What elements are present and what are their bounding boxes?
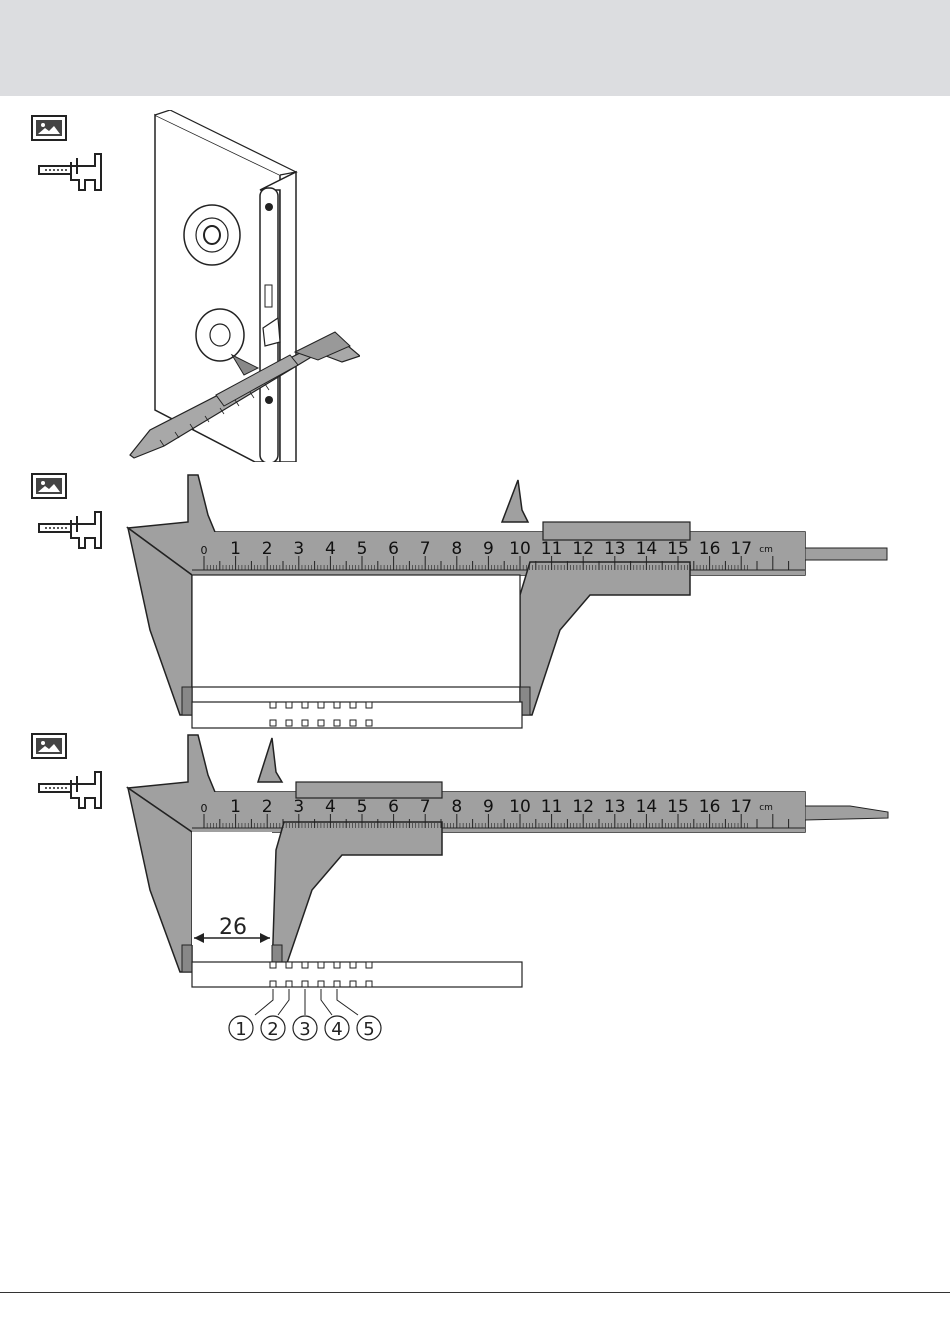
caliper-icon	[37, 152, 105, 192]
scale-label: 16	[699, 797, 721, 817]
scale-label: 14	[636, 797, 658, 817]
scale-label: 9	[483, 539, 494, 559]
image-icon	[31, 115, 67, 141]
scale-label: 11	[541, 797, 563, 817]
footer-rule	[0, 1292, 950, 1293]
scale-label: 5	[357, 797, 368, 817]
scale-label: 17	[730, 797, 752, 817]
scale-label: 2	[262, 539, 273, 559]
callout-1: 1	[229, 1016, 253, 1040]
scale-label: 15	[667, 539, 689, 559]
scale-label: 6	[388, 797, 399, 817]
scale-label: 0	[201, 802, 208, 815]
scale-label: 11	[541, 539, 563, 559]
scale-label: 15	[667, 797, 689, 817]
scale-label: 13	[604, 539, 626, 559]
scale-label: 12	[572, 797, 594, 817]
scale-label: 8	[451, 797, 462, 817]
scale-label: 16	[699, 539, 721, 559]
scale-unit: cm	[759, 803, 773, 813]
scale-label: 14	[636, 539, 658, 559]
svg-text:4: 4	[331, 1019, 342, 1040]
scale-label: 4	[325, 539, 336, 559]
scale-label: 1	[230, 539, 241, 559]
scale-unit: cm	[759, 545, 773, 555]
svg-text:3: 3	[299, 1019, 310, 1040]
callout-3: 3	[293, 1016, 317, 1040]
scale-label: 5	[357, 539, 368, 559]
scale-label: 0	[201, 544, 208, 557]
scale-label: 17	[730, 539, 752, 559]
caliper-icon	[37, 770, 105, 810]
callout-2: 2	[261, 1016, 285, 1040]
scale-label: 4	[325, 797, 336, 817]
dimension-label: 26	[219, 915, 247, 940]
scale-label: 7	[420, 539, 431, 559]
svg-text:2: 2	[267, 1019, 278, 1040]
scale-label: 9	[483, 797, 494, 817]
callout-4: 4	[325, 1016, 349, 1040]
scale-label: 3	[293, 797, 304, 817]
image-icon	[31, 733, 67, 759]
scale-label: 10	[509, 797, 531, 817]
svg-text:1: 1	[235, 1019, 246, 1040]
scale-label: 1	[230, 797, 241, 817]
svg-text:5: 5	[363, 1019, 374, 1040]
image-icon	[31, 473, 67, 499]
scale-label: 3	[293, 539, 304, 559]
scale-label: 6	[388, 539, 399, 559]
scale-label: 2	[262, 797, 273, 817]
door-lock-illustration	[120, 110, 360, 462]
scale-label: 10	[509, 539, 531, 559]
scale-label: 13	[604, 797, 626, 817]
scale-label: 12	[572, 539, 594, 559]
header-band	[0, 0, 950, 96]
caliper-icon	[37, 510, 105, 550]
scale-label: 8	[451, 539, 462, 559]
scale-label: 7	[420, 797, 431, 817]
callout-5: 5	[357, 1016, 381, 1040]
